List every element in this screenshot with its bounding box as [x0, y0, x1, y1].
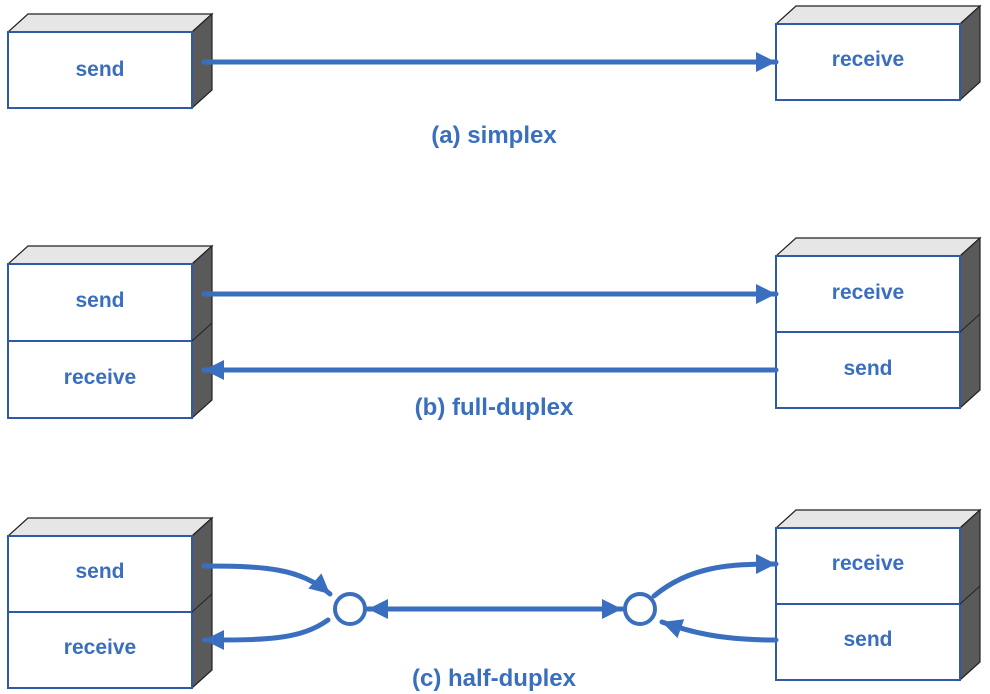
simplex-right-station: receive	[774, 4, 982, 102]
half-duplex-right-switch-node	[623, 592, 657, 626]
half-duplex-right-send-label: send	[843, 628, 892, 651]
simplex-left-station: send	[6, 12, 214, 110]
simplex-right-receive-label: receive	[832, 48, 904, 71]
half-duplex-right-receive-wire	[651, 554, 779, 599]
simplex-panel: send receive (a) simplex	[6, 4, 982, 149]
half-duplex-left-send-label: send	[75, 560, 124, 583]
full-duplex-left-send-label: send	[75, 289, 124, 312]
full-duplex-left-receive-label: receive	[64, 366, 136, 389]
half-duplex-right-station: receive send	[774, 508, 982, 682]
half-duplex-left-station: send receive	[6, 516, 214, 690]
half-duplex-left-receive-label: receive	[64, 636, 136, 659]
half-duplex-caption: (c) half-duplex	[412, 665, 577, 692]
full-duplex-left-station: send receive	[6, 244, 214, 420]
full-duplex-panel: send receive receive send (b) full-duple…	[6, 236, 982, 421]
full-duplex-right-station: receive send	[774, 236, 982, 410]
full-duplex-right-send-label: send	[843, 357, 892, 380]
full-duplex-right-receive-label: receive	[832, 281, 904, 304]
half-duplex-right-receive-label: receive	[832, 552, 904, 575]
half-duplex-panel: send receive receive send (c) half-duple…	[6, 508, 982, 692]
half-duplex-left-switch-node	[333, 592, 367, 626]
half-duplex-left-receive-wire	[201, 617, 331, 650]
simplex-left-send-label: send	[75, 58, 124, 81]
full-duplex-caption: (b) full-duplex	[415, 394, 574, 421]
half-duplex-right-send-wire	[659, 619, 779, 643]
half-duplex-left-send-wire	[201, 563, 333, 597]
simplex-caption: (a) simplex	[431, 122, 557, 149]
